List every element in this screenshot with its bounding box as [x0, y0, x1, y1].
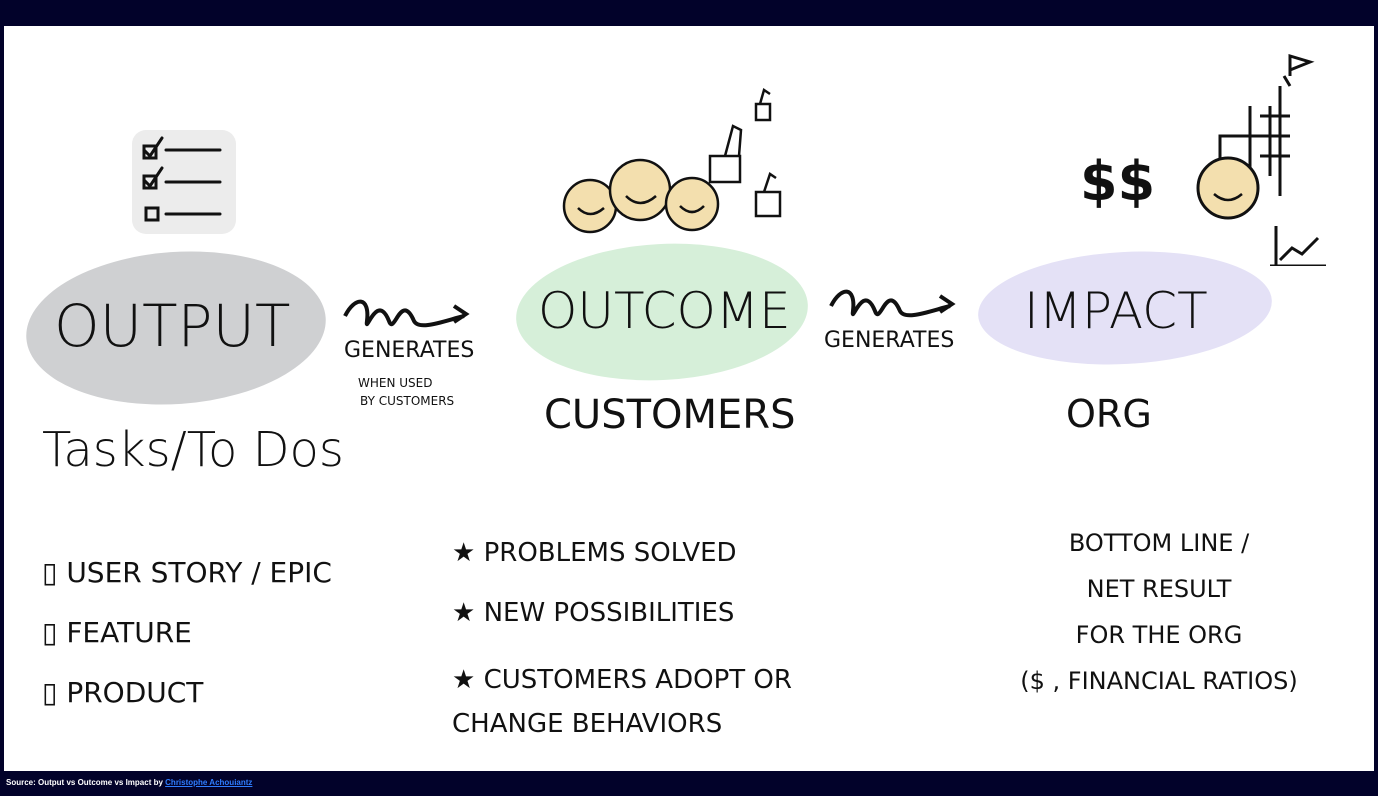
- arrow2-label: Generates: [824, 328, 955, 353]
- outcome-title: OUTCOME: [538, 282, 791, 340]
- output-list: ▯ User Story / Epic ▯ Feature ▯ Product: [42, 556, 432, 736]
- smiley-faces-icon: [562, 88, 782, 234]
- list-item: ★ New possibilities: [452, 598, 735, 628]
- arrow1-note-1: When used: [358, 376, 433, 390]
- loop-arrow-icon: [829, 289, 956, 318]
- output-title: OUTPUT: [54, 292, 291, 360]
- list-item: ▯ Product: [42, 676, 204, 709]
- list-item: ★ Customers adopt or change behaviors: [452, 665, 792, 739]
- impact-description: Bottom line / Net result for the org ($ …: [1020, 529, 1298, 695]
- diagram-canvas: OUTPUT Tasks/To Dos Generates When used …: [4, 26, 1374, 771]
- impact-title: IMPACT: [1024, 282, 1208, 340]
- outcome-subtitle: Customers: [544, 392, 796, 438]
- source-caption: Source: Output vs Outcome vs Impact by C…: [6, 778, 253, 787]
- checklist-icon: [132, 130, 236, 234]
- loop-arrow-icon: [343, 299, 470, 328]
- author-link[interactable]: Christophe Achouiantz: [165, 778, 253, 787]
- arrow1-note-2: by customers: [360, 394, 455, 408]
- impact-subtitle: ORG: [1066, 392, 1152, 436]
- list-item: ▯ User Story / Epic: [42, 556, 332, 589]
- arrow1-label: Generates: [344, 338, 475, 363]
- output-subtitle: Tasks/To Dos: [42, 422, 344, 478]
- building-chart-icon: [1196, 53, 1326, 266]
- list-item: ★ Problems solved: [452, 538, 737, 568]
- list-item: ▯ Feature: [42, 616, 192, 649]
- outcome-list: ★ Problems solved ★ New possibilities ★ …: [452, 538, 892, 746]
- dollar-sign-icon: $$: [1080, 150, 1156, 213]
